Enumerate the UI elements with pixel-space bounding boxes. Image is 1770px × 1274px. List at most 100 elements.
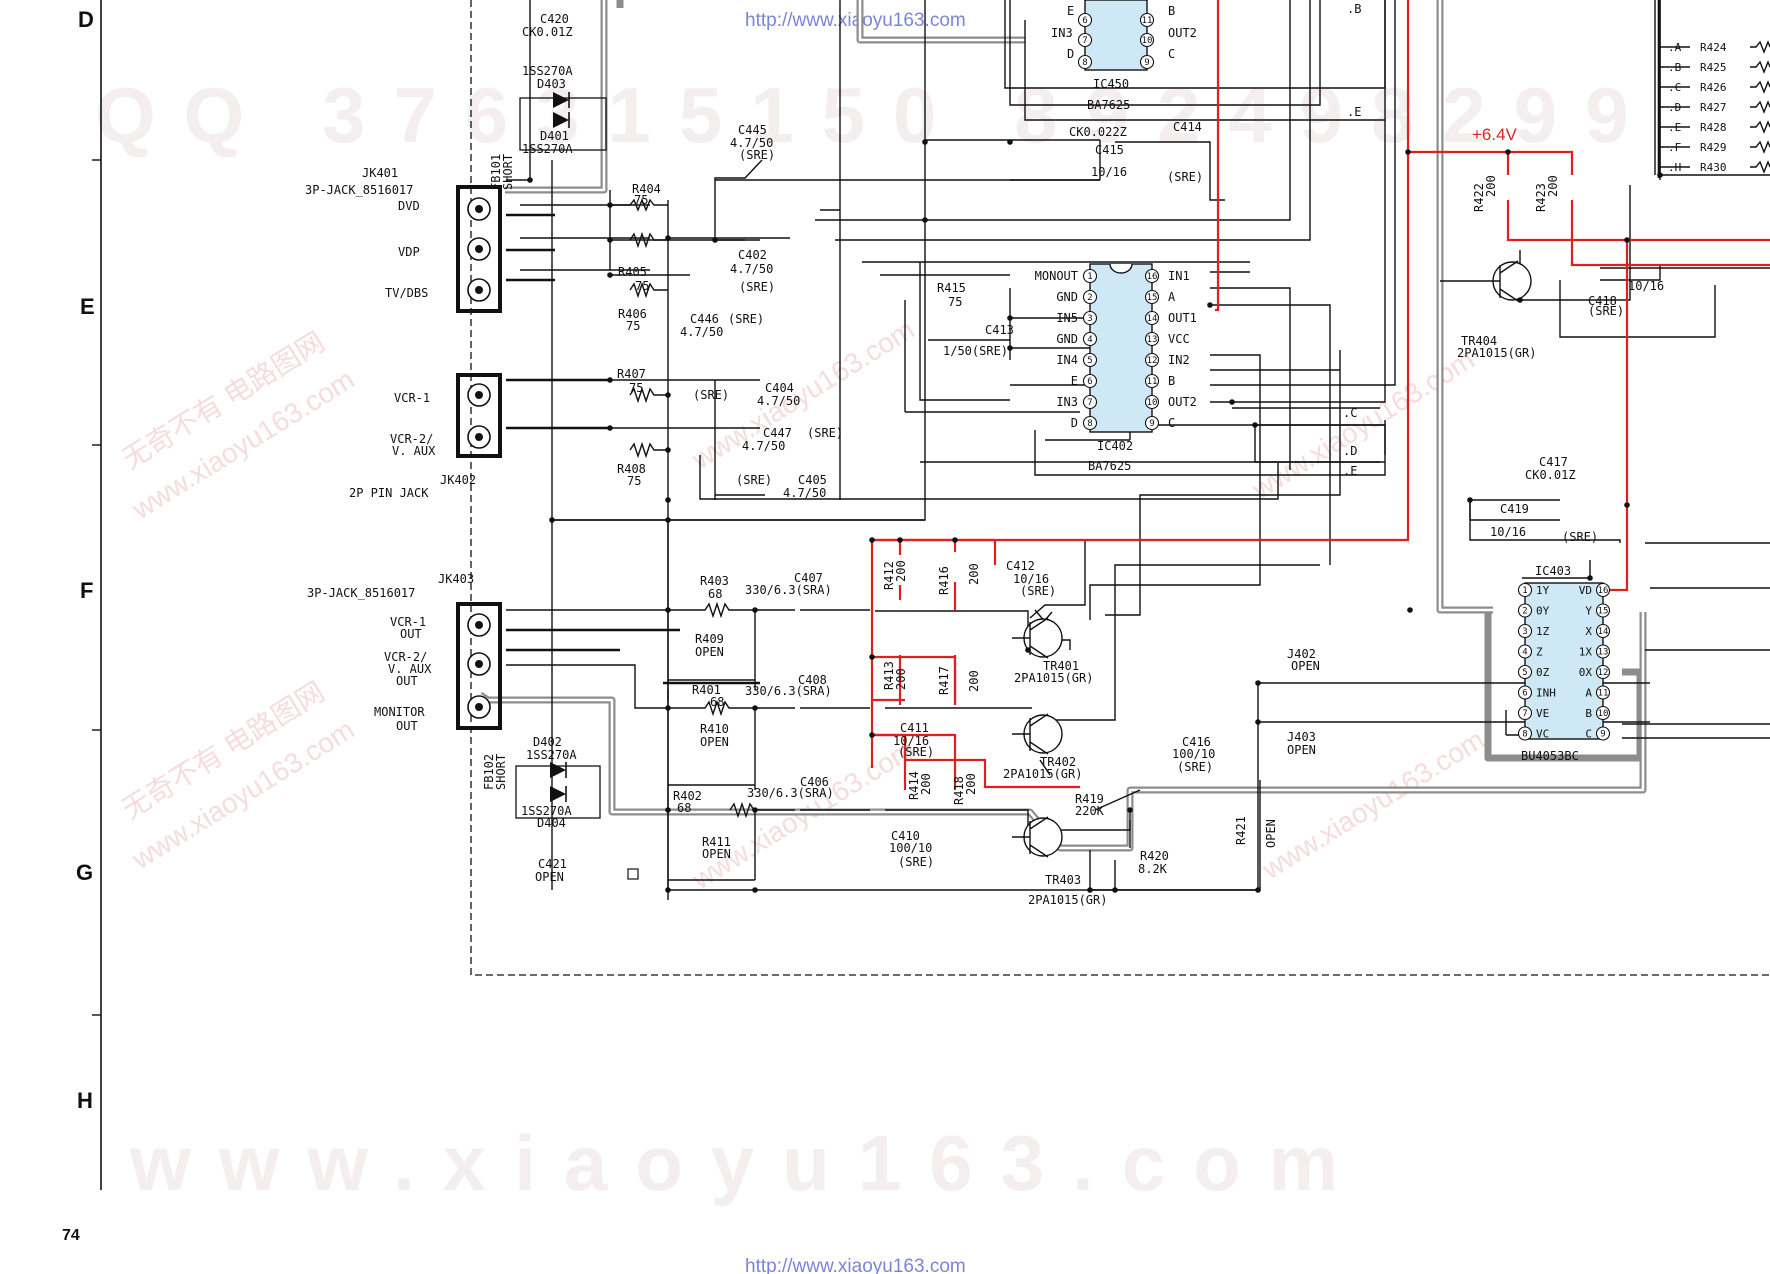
ic-pin-number: 10 [1142, 36, 1153, 46]
tr403-ref: TR403 [1045, 873, 1081, 887]
rnet-ref: R427 [1700, 101, 1727, 114]
r421-ref: R421 [1234, 816, 1248, 845]
j402-label: J402 [1287, 647, 1316, 661]
r412-ref: R412 [882, 561, 896, 590]
r406-label: 75 [626, 319, 640, 333]
ic402-pin-label: IN1 [1168, 269, 1190, 283]
ic-pin [1144, 352, 1160, 368]
ic403-part: BU4053BC [1521, 749, 1579, 763]
ic-pin-number: 8 [1087, 419, 1092, 429]
r419-label: 220K [1075, 804, 1105, 818]
junction-dot [1505, 149, 1511, 155]
ic-pin [1082, 373, 1098, 389]
junction-dot [1207, 302, 1213, 308]
c412-label: C412 [1006, 559, 1035, 573]
jack-jk401: JK401 3P-JACK_8516017 DVD VDP TV/DBS [305, 166, 502, 313]
r402-label: R402 [673, 789, 702, 803]
r408-label: 75 [627, 474, 641, 488]
ic403-pin-label: 0Y [1536, 605, 1550, 618]
c419-label: (SRE) [1562, 530, 1598, 544]
c412-label: (SRE) [1020, 584, 1056, 598]
ic-pin-number: 9 [1149, 419, 1154, 429]
c417-label: CK0.01Z [1525, 468, 1576, 482]
junction-dot [665, 807, 671, 813]
net-tag-c: .C [1343, 406, 1357, 420]
grid-row-d: D [78, 7, 94, 32]
transistor-tr403: TR403 2PA1015(GR) [1012, 816, 1107, 907]
c447-label: (SRE) [807, 426, 843, 440]
ic-pin [1517, 685, 1533, 700]
c411-label: 10/16 [893, 734, 929, 748]
ic403-pin-label: 1Z [1536, 625, 1550, 638]
rnet-resistor [1660, 80, 1770, 94]
r419-label: R419 [1075, 792, 1104, 806]
ic402-pin-label: VCC [1168, 332, 1190, 346]
ic450-pin-label: B [1168, 4, 1175, 18]
ic402-pin-label: C [1168, 416, 1175, 430]
junction-dot [1407, 607, 1413, 613]
junction-dot [607, 377, 613, 383]
fb102-type: SHORT [494, 754, 508, 790]
ic450-pin-label: C [1168, 47, 1175, 61]
ic-pin [1144, 310, 1160, 326]
ic-pin [1144, 415, 1160, 431]
junction-dot [527, 177, 533, 183]
ic-pin-number: 13 [1147, 335, 1158, 345]
r403-label: R403 [700, 574, 729, 588]
rnet-resistor [1660, 100, 1770, 114]
junction-dot [665, 392, 671, 398]
tr402-ref: TR402 [1040, 755, 1076, 769]
rnet-resistor [1660, 120, 1770, 134]
ic-pin-number: 7 [1082, 36, 1087, 46]
r423-ref: R423 [1534, 183, 1548, 212]
junction-dot [1517, 297, 1523, 303]
ic-pin-number: 9 [1600, 730, 1605, 740]
junction-dots [527, 139, 1663, 893]
c406-label: 330/6.3(SRA) [747, 786, 834, 800]
ic-pin-number: 12 [1147, 356, 1158, 366]
net-tag-e2: .E [1343, 464, 1357, 478]
c405-label: C405 [798, 473, 827, 487]
jk403-out-monitor: MONITOR [374, 705, 425, 719]
ic402-pin-label: B [1168, 374, 1175, 388]
c419-label: 10/16 [1490, 525, 1526, 539]
junction-dot [665, 497, 671, 503]
fb102-ref: FB102 [482, 754, 496, 790]
ic-pin-number: 5 [1087, 356, 1092, 366]
ic402-pin-label: IN3 [1056, 395, 1078, 409]
grid-row-f: F [80, 578, 93, 603]
c421-label: C421 [538, 857, 567, 871]
ic403-ref: IC403 [1535, 564, 1571, 578]
c410-label: C410 [891, 829, 920, 843]
ic450-pin-label: OUT2 [1168, 26, 1197, 40]
fb101-ref: FB101 [489, 154, 503, 190]
r420-label: R420 [1140, 849, 1169, 863]
jack-jk403: JK403 3P-JACK_8516017 VCR-1 OUT VCR-2/ V… [307, 572, 502, 733]
junction-dot [1112, 887, 1118, 893]
ic-pin-number: 3 [1087, 314, 1092, 324]
ic-pin [1139, 12, 1155, 28]
ic-pin-number: 5 [1522, 668, 1527, 678]
c446-label: 4.7/50 [680, 325, 723, 339]
ic403-pin-label: Y [1585, 605, 1592, 618]
url-top: http://www.xiaoyu163.com [745, 10, 966, 31]
c408-label: 330/6.3(SRA) [745, 684, 832, 698]
ic-pin-number: 15 [1147, 293, 1158, 303]
r414-value: 200 [919, 773, 933, 795]
ic-pin [1082, 268, 1098, 284]
rnet-ref: R425 [1700, 61, 1727, 74]
c407-label: C407 [794, 571, 823, 585]
ic402-pin-label: OUT2 [1168, 395, 1197, 409]
diode-d403 [519, 92, 607, 151]
jk401-input-dvd: DVD [398, 199, 420, 213]
watermark-qq: QQ 376315150 892498299 [95, 71, 1657, 159]
c420-label: C420 [540, 12, 569, 26]
junction-dot [752, 705, 758, 711]
ic-pin [1082, 331, 1098, 347]
d402-label: 1SS270A [526, 748, 577, 762]
rnet-resistor [1660, 140, 1770, 154]
ic-pin [1144, 394, 1160, 410]
d403-label: D403 [537, 77, 566, 91]
ic-pin-number: 3 [1522, 627, 1527, 637]
